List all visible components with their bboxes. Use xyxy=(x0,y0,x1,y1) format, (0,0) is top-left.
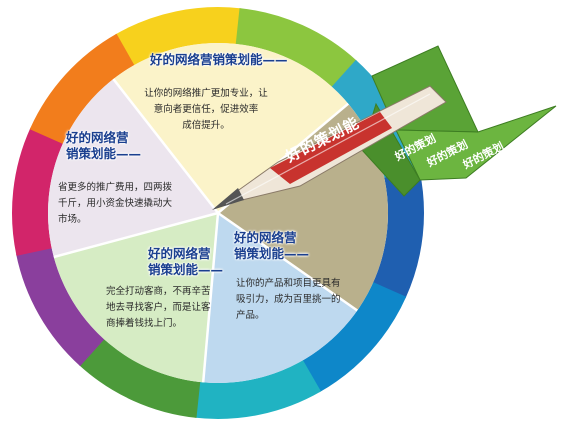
ring-segment xyxy=(29,33,136,145)
top-section-body: 让你的网络推广更加专业，让 意向者更信任，促进效率 成倍提升。 xyxy=(136,86,276,134)
bottom-right-section-title: 好的网络营 销策划能—— xyxy=(234,230,309,262)
ring-segment xyxy=(300,281,407,393)
bottom-right-section-title-line: 好的网络营 xyxy=(234,230,297,245)
dart-arrow-graphic xyxy=(212,45,557,210)
sector-top xyxy=(113,42,349,213)
sector-divider xyxy=(53,211,219,259)
bottom-left-section-body-line: 地去寻找客户，而是让客 xyxy=(106,302,211,313)
left-section-title-line: 好的网络营 xyxy=(66,130,129,145)
dart-tip xyxy=(212,188,244,210)
left-section-body: 省更多的推广费用，四两拨 千斤，用小资金快速撬动大 市场。 xyxy=(58,180,198,228)
bottom-left-section-title: 好的网络营 销策划能—— xyxy=(148,246,223,278)
ring-segment xyxy=(16,246,106,367)
ring-segment xyxy=(115,7,242,68)
sector-divider xyxy=(201,212,220,383)
bottom-left-section-body: 完全打动客商，不再辛苦 地去寻找客户，而是让客 商捧着钱找上门。 xyxy=(106,284,228,332)
bottom-left-section-body-line: 完全打动客商，不再辛苦 xyxy=(106,286,211,297)
bottom-right-section-body: 让你的产品和项目更具有 吸引力，成为百里挑一的 产品。 xyxy=(236,276,366,324)
bottom-right-section-body-line: 产品。 xyxy=(236,310,265,321)
dart-highlight xyxy=(225,93,431,205)
dart-fin-right xyxy=(395,105,557,181)
bottom-left-section-title-line: 销策划能—— xyxy=(148,262,224,277)
sector-bottom-left xyxy=(53,213,219,383)
sector-divider xyxy=(217,211,358,312)
sector-left xyxy=(47,79,218,257)
left-section-title: 好的网络营 销策划能—— xyxy=(66,130,141,162)
bottom-right-section-title-line: 销策划能—— xyxy=(234,246,310,261)
bottom-left-section-body-line: 商捧着钱找上门。 xyxy=(106,318,183,329)
ring-segment xyxy=(235,8,358,90)
bottom-right-section-body-line: 让你的产品和项目更具有 xyxy=(236,278,341,289)
top-section-title: 好的网络营销策划能—— xyxy=(150,52,288,67)
ring-segment xyxy=(78,336,201,418)
left-section-title-line: 销策划能—— xyxy=(66,146,142,161)
sector-divider xyxy=(112,78,219,214)
ring-segment xyxy=(370,170,424,299)
ring-segment xyxy=(12,127,66,256)
left-section-body-line: 省更多的推广费用，四两拨 xyxy=(58,182,173,193)
left-section-body-line: 千斤，用小资金快速撬动大 xyxy=(58,198,173,209)
sector-bottom-right xyxy=(203,213,358,383)
bottom-right-section-body-line: 吸引力，成为百里挑一的 xyxy=(236,294,341,305)
top-section-body-line: 意向者更信任，促进效率 xyxy=(153,104,259,115)
ring-segment xyxy=(194,358,321,420)
left-section-body-line: 市场。 xyxy=(58,214,87,225)
top-section-body-line: 让你的网络推广更加专业，让 xyxy=(144,88,268,99)
bottom-left-section-title-line: 好的网络营 xyxy=(148,246,211,261)
top-section-body-line: 成倍提升。 xyxy=(182,120,230,131)
